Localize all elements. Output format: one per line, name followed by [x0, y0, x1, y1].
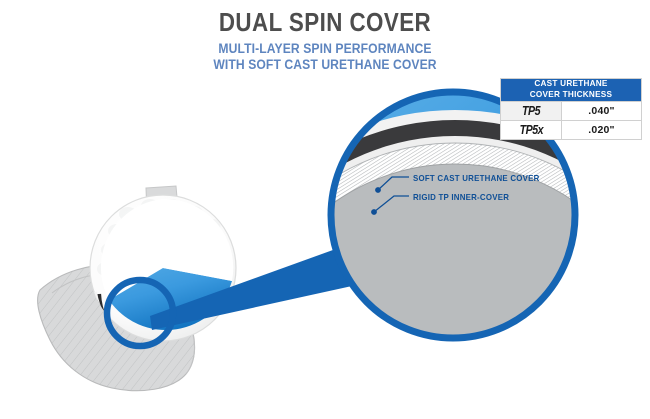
- table-row: TP5x .020": [500, 119, 642, 140]
- thickness-cell-tp5: .040": [561, 100, 642, 121]
- table-header-line-2: COVER THICKNESS: [529, 89, 613, 99]
- header: DUAL SPIN COVER MULTI-LAYER SPIN PERFORM…: [0, 8, 650, 73]
- table-header-line-1: CAST URETHANE: [534, 79, 608, 88]
- subtitle-line-2: WITH SOFT CAST URETHANE COVER: [213, 57, 437, 72]
- table-header-row: CAST URETHANE COVER THICKNESS: [500, 78, 642, 102]
- core-tooth-ring: [331, 163, 575, 338]
- tp5-logo: TP5: [521, 102, 541, 118]
- callout-leaders: [371, 176, 409, 215]
- subtitle-line-1: MULTI-LAYER SPIN PERFORMANCE: [218, 41, 432, 57]
- cover-thickness-table: CAST URETHANE COVER THICKNESS TP5 .040" …: [500, 78, 642, 140]
- table-header-cell: CAST URETHANE COVER THICKNESS: [500, 78, 642, 102]
- page-title: DUAL SPIN COVER: [218, 7, 432, 37]
- callout-soft-cast-urethane-cover: SOFT CAST URETHANE COVER: [413, 173, 540, 183]
- magnified-cross-section: [327, 88, 579, 342]
- model-cell-tp5x: TP5x: [500, 119, 562, 140]
- callout-rigid-tp-inner-cover: RIGID TP INNER-COVER: [413, 192, 510, 202]
- tp5x-logo: TP5x: [519, 121, 543, 137]
- magnifier-connector: [150, 246, 352, 330]
- model-cell-tp5: TP5: [500, 100, 562, 121]
- magnifier-focus-ring: [103, 276, 177, 350]
- thickness-cell-tp5x: .020": [561, 119, 642, 140]
- page-subtitle: MULTI-LAYER SPIN PERFORMANCE WITH SOFT C…: [33, 41, 618, 73]
- table-row: TP5 .040": [500, 100, 642, 121]
